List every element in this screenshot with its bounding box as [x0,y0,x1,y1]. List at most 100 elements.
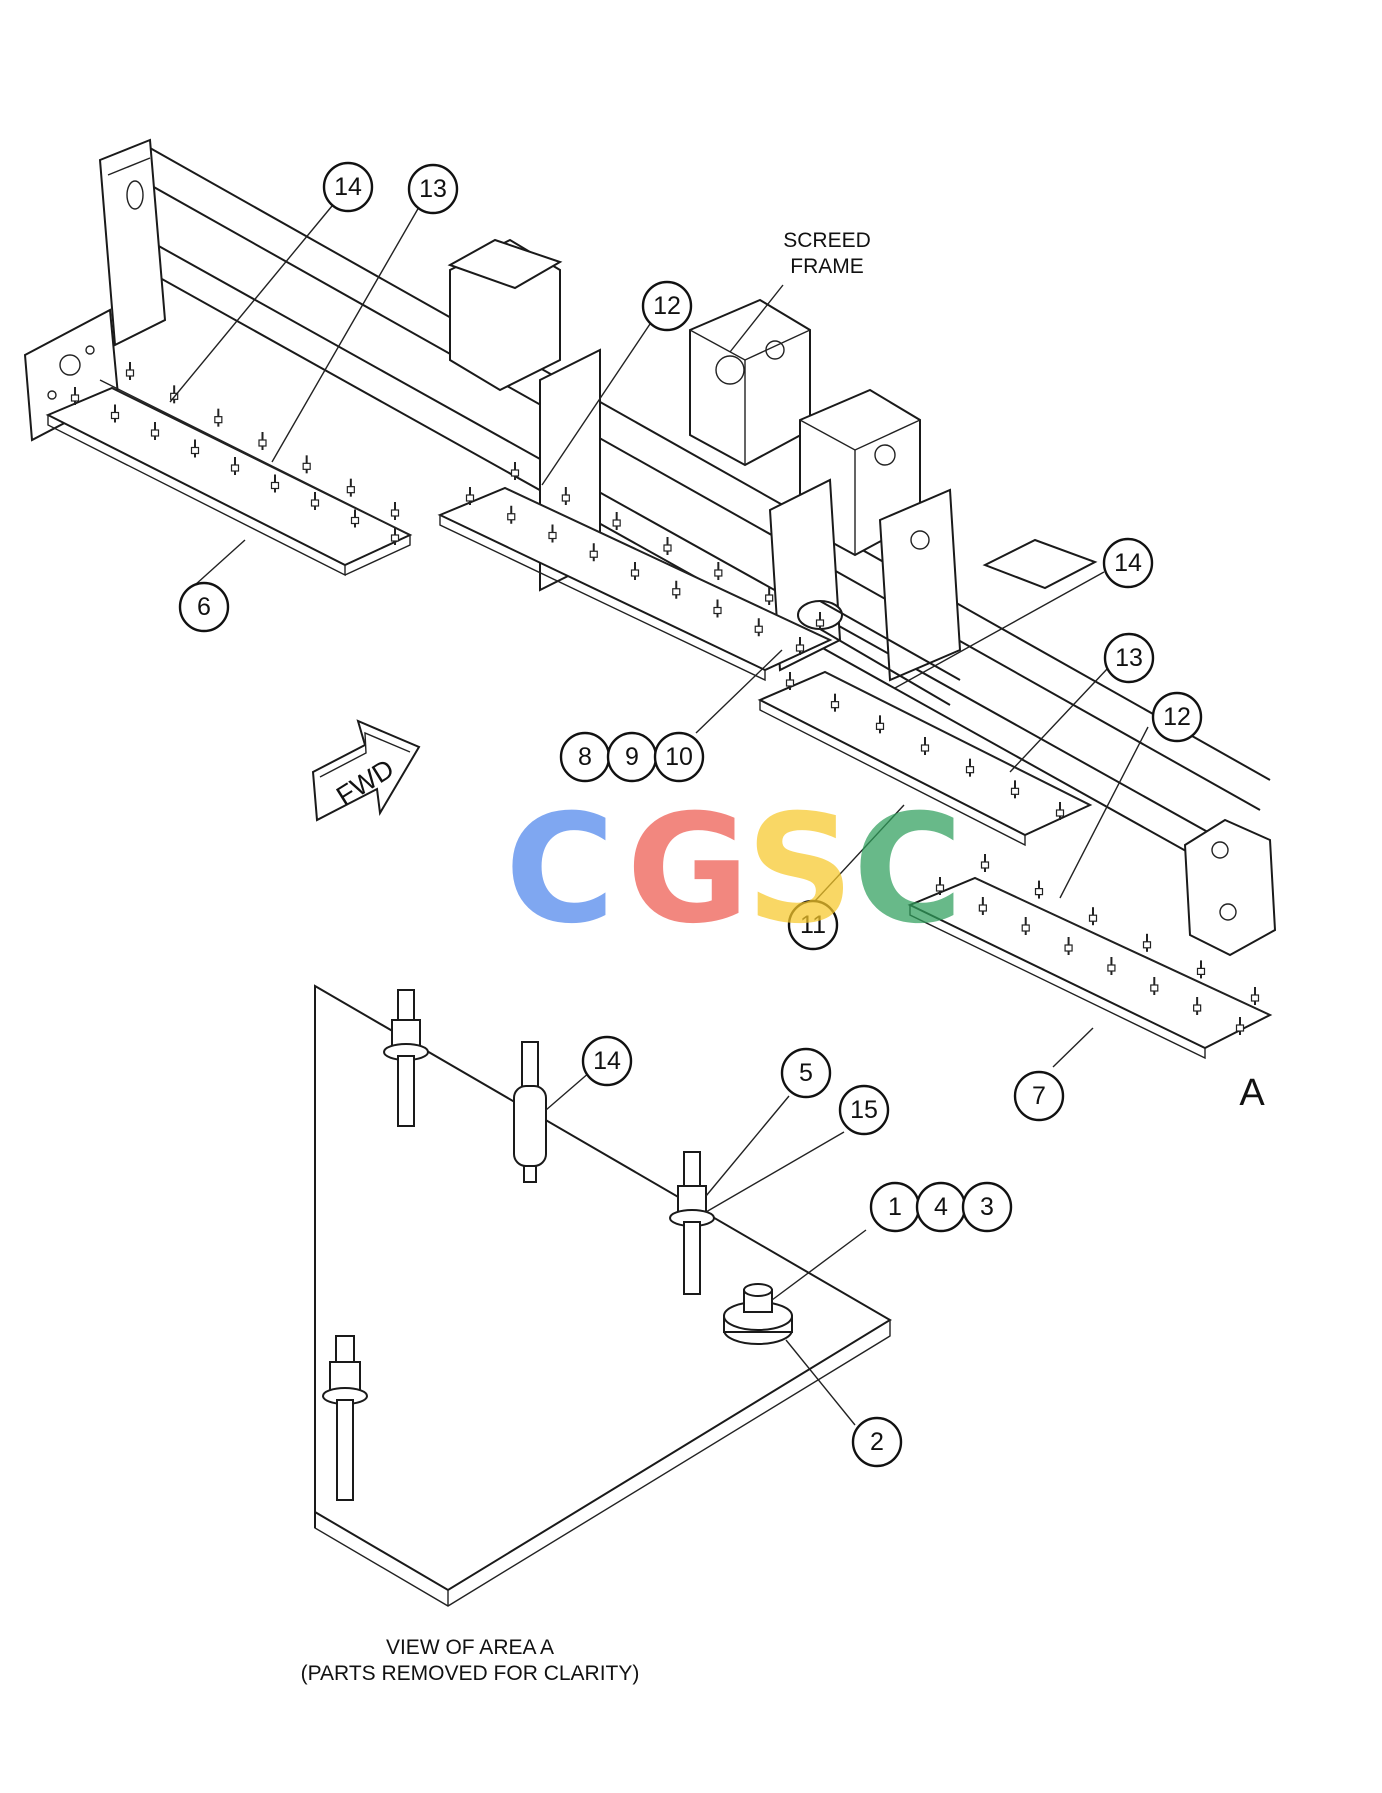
stud-nut [815,619,825,627]
detail-leveler-1-4-3 [723,1283,793,1345]
stud-nut [70,394,80,402]
svg-text:5: 5 [799,1059,813,1087]
stud-nut [875,722,885,730]
stud-nut [1055,809,1065,817]
stud-nut [935,884,945,892]
stud-nut [150,429,160,437]
watermark-logo: C G S C [505,783,963,957]
stud-nut [663,544,672,552]
detail-bolt-lower [322,1335,368,1501]
svg-text:13: 13 [1115,644,1143,672]
callout-12-right: 12 [1151,691,1203,743]
stud-nut [258,439,267,447]
svg-text:14: 14 [1114,549,1142,577]
stud-nut [1064,944,1073,952]
detail-leader-lines [545,1071,867,1426]
stud-nut [1250,994,1260,1002]
stud-nut [125,369,135,377]
svg-text:8: 8 [578,743,592,771]
callout-14-top-left: 14 [322,161,374,213]
callout-8: 8 [559,731,611,783]
svg-text:15: 15 [850,1096,878,1124]
svg-text:3: 3 [980,1193,994,1221]
svg-text:13: 13 [419,175,447,203]
stud-nut [765,594,774,602]
stud-nut [548,531,557,540]
stud-nut [1235,1024,1245,1032]
callout-10: 10 [653,731,705,783]
view-caption-line2: (PARTS REMOVED FOR CLARITY) [301,1662,640,1685]
stud-nut [350,516,360,525]
callout-15: 15 [838,1084,890,1136]
callout-3: 3 [961,1181,1013,1233]
svg-text:4: 4 [934,1193,948,1221]
detail-stud-5-15 [669,1151,715,1295]
callout-7: 7 [1013,1070,1065,1122]
stud-nut [390,509,400,517]
callout-group: 14 13 12 6 14 13 12 8 9 10 11 7 14 5 15 … [178,161,1203,1468]
svg-text:10: 10 [665,743,693,771]
stud-nut [214,416,223,424]
watermark-letter-4: C [853,783,963,957]
svg-text:12: 12 [1163,703,1191,731]
fwd-arrow: FWD [311,719,421,822]
stud-nut [713,606,722,615]
screed-plate-right [907,876,1273,1060]
watermark-letter-1: C [505,783,615,957]
stud-nut [785,679,795,687]
stud-nut [110,411,120,420]
leader-lines [169,205,1149,1068]
svg-text:1: 1 [888,1193,902,1221]
svg-text:11: 11 [800,911,826,939]
stud-nut [920,744,930,752]
stud-nut [270,481,280,490]
stud-nut [346,486,355,494]
screed-frame-drawing [23,138,1277,957]
stud-nut [465,494,475,502]
stud-nut [230,464,240,472]
svg-text:2: 2 [870,1428,884,1456]
stud-nut [1196,967,1206,976]
screed-plate-left [45,379,413,577]
stud-nut [1088,914,1098,922]
stud-nut [1150,984,1159,992]
stud-nut [190,446,200,455]
stud-nut [714,569,723,577]
stud-nut [510,469,520,477]
callout-9: 9 [606,731,658,783]
stud-nut [302,462,311,470]
stud-nut [795,644,805,652]
svg-text:7: 7 [1032,1082,1046,1110]
stud-nut [965,766,975,774]
stud-nut [830,701,840,709]
stud-nut [1010,787,1020,795]
callout-14-detail: 14 [581,1035,633,1087]
callout-1: 1 [869,1181,921,1233]
stud-nut [1142,941,1152,949]
detail-spacer-14 [513,1041,547,1183]
area-a-label: A [1239,1072,1265,1114]
callout-5: 5 [780,1047,832,1099]
callout-6: 6 [178,581,230,633]
stud-nut [310,499,320,507]
svg-text:14: 14 [593,1047,621,1075]
screed-frame-label-line2: FRAME [790,255,864,278]
stud-nut [1021,924,1030,932]
stud-nut [672,588,681,596]
stud-nut [1193,1004,1202,1012]
detail-bolt-left [383,989,429,1127]
screed-frame-label-line1: SCREED [783,229,871,252]
stud-group [70,362,1260,1035]
stud-nut [390,534,400,542]
stud-nut [507,513,516,521]
callout-11: 11 [787,899,839,951]
stud-nut [1107,964,1116,972]
callout-13-right: 13 [1103,632,1155,684]
stud-nut [612,519,621,527]
callout-14-right: 14 [1102,537,1154,589]
svg-text:12: 12 [653,292,681,320]
svg-text:9: 9 [625,743,639,771]
stud-nut [980,861,990,869]
stud-nut [589,550,598,558]
